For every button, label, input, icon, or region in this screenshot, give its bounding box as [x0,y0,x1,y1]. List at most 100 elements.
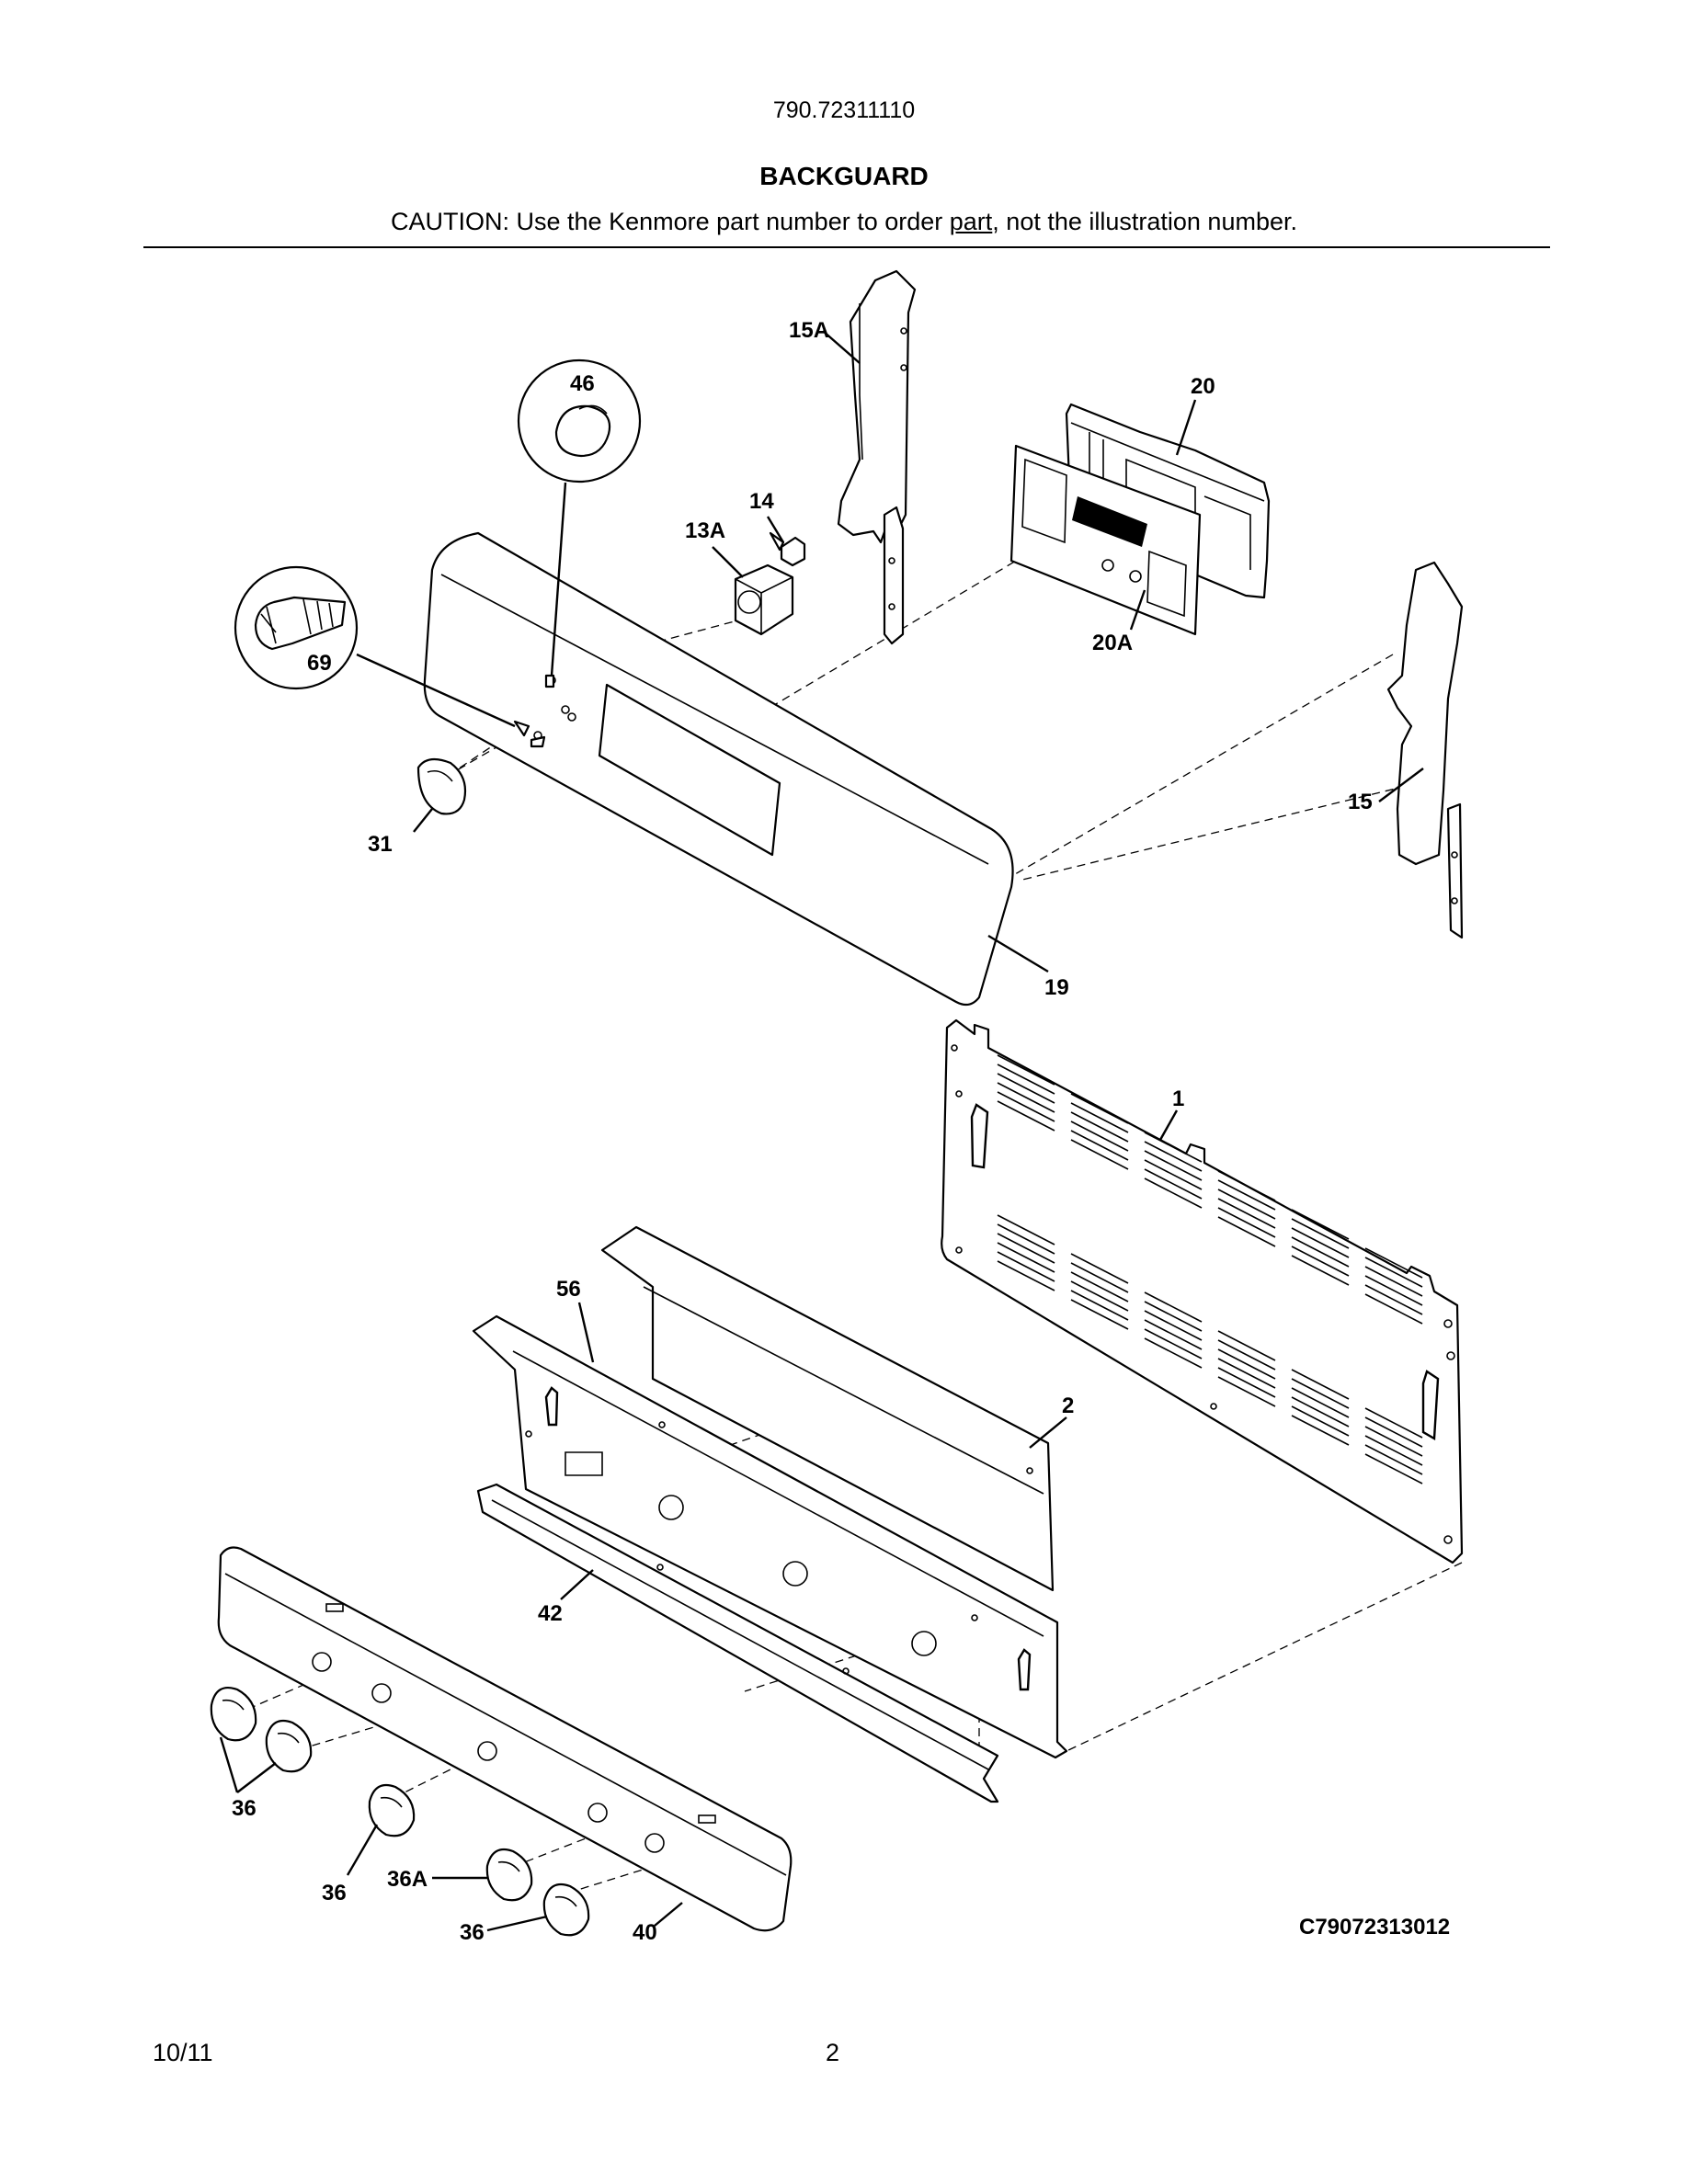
louver-slot [997,1214,1055,1246]
louver-slot [1144,1159,1203,1190]
part-2-heat-shield [600,1225,1055,1592]
callout-20: 20 [1191,374,1215,399]
caution-note: CAUTION: Use the Kenmore part number to … [0,208,1688,236]
louver-slot [1217,1330,1276,1361]
part-15A-bracket [837,269,917,645]
callout-56: 56 [556,1277,581,1302]
louver-slot [997,1233,1055,1264]
louver-slot [997,1082,1055,1113]
footer-page-number: 2 [826,2039,840,2066]
louver-slot [1291,1236,1350,1268]
louver-slot [1144,1150,1203,1181]
callout-labels: 15A 46 20 14 13A 69 20A 15 31 19 1 56 2 … [232,318,1373,1945]
louver-slot [1070,1271,1129,1302]
louver-slot [1364,1444,1423,1475]
callout-15: 15 [1348,790,1373,814]
louver-slot [1291,1369,1350,1400]
figure-code: C79072313012 [1299,1915,1451,1939]
louver-slot [1364,1407,1423,1439]
callout-15A: 15A [789,318,829,343]
part-36A-knob [485,1848,533,1902]
louver-slot [1291,1255,1350,1286]
louver-slot [997,1091,1055,1122]
louver-slot [1364,1435,1423,1466]
part-14-switch [769,531,806,567]
caution-underlined: part [949,208,993,235]
louver-slot [1070,1102,1129,1133]
part-19-backguard-panel [423,531,1014,1007]
louver-slot [1217,1348,1276,1380]
louver-slot [1070,1299,1129,1330]
louver-slot [1291,1387,1350,1418]
callout-69: 69 [307,651,332,676]
louver-slot [1291,1227,1350,1258]
louver-slot [1364,1247,1423,1279]
callout-36A: 36A [387,1867,428,1892]
callout-2: 2 [1062,1393,1074,1418]
louver-slot [997,1223,1055,1255]
louver-slot [1364,1257,1423,1288]
louver-slot [1291,1415,1350,1446]
callout-leaders [219,330,1424,1932]
louver-slot [1291,1396,1350,1428]
louver-slot [1364,1275,1423,1306]
louver-slot [1364,1416,1423,1448]
louver-slot [1070,1253,1129,1284]
louver-slot [1291,1209,1350,1240]
part-15-bracket [1386,561,1464,939]
callout-36-b: 36 [322,1881,347,1905]
callout-20A: 20A [1092,631,1133,655]
louver-slot [997,1064,1055,1095]
caution-prefix: CAUTION: Use the Kenmore part number to … [391,208,950,235]
louver-slot [1217,1216,1276,1247]
louver-slot [1144,1337,1203,1369]
louver-slot [997,1260,1055,1291]
callout-1: 1 [1172,1086,1184,1111]
louver-slot [1144,1301,1203,1332]
louver-slot [1217,1339,1276,1371]
louver-slot [1070,1139,1129,1170]
louver-slot [1291,1405,1350,1437]
louver-slot [997,1073,1055,1104]
part-69-screw-detail [234,565,546,748]
louver-slot [1291,1218,1350,1249]
louver-slot [1217,1170,1276,1201]
callout-36-c: 36 [460,1920,485,1945]
part-56-control-bracket [472,1314,1068,1759]
part-42-trim-strip [476,1483,999,1803]
louver-slot [1144,1328,1203,1359]
part-13A-switch [734,563,794,636]
part-36-knob-1 [210,1686,257,1742]
model-number: 790.72311110 [772,97,916,123]
part-36-knob-4 [542,1883,590,1937]
callout-40: 40 [633,1920,657,1945]
callout-13A: 13A [685,518,725,543]
caution-suffix: , not the illustration number. [992,208,1297,235]
louver-slot [1217,1367,1276,1398]
page-title: BACKGUARD [759,162,929,190]
part-36-knob-3 [368,1783,416,1837]
louver-slot [1070,1093,1129,1124]
callout-42: 42 [538,1601,563,1626]
callout-19: 19 [1044,975,1069,1000]
header-divider [143,246,1550,248]
louver-slot [1217,1207,1276,1238]
louver-slot [1144,1132,1203,1163]
louver-slot [1070,1262,1129,1293]
louver-slot [1217,1198,1276,1229]
louver-slot [1144,1319,1203,1350]
part-40-control-panel [217,1546,793,1932]
louver-slot [997,1242,1055,1273]
louver-slot [1144,1310,1203,1341]
part-20A-touch-pad [1009,444,1202,636]
footer-date: 10/11 [153,2039,213,2066]
louver-slot [1144,1141,1203,1172]
louver-slot [1364,1266,1423,1297]
louver-slot [1070,1130,1129,1161]
louver-slot [1070,1280,1129,1312]
louver-slot [1144,1168,1203,1200]
louver-slot [1291,1378,1350,1409]
louver-slot [1144,1291,1203,1323]
louver-slot [1144,1177,1203,1209]
